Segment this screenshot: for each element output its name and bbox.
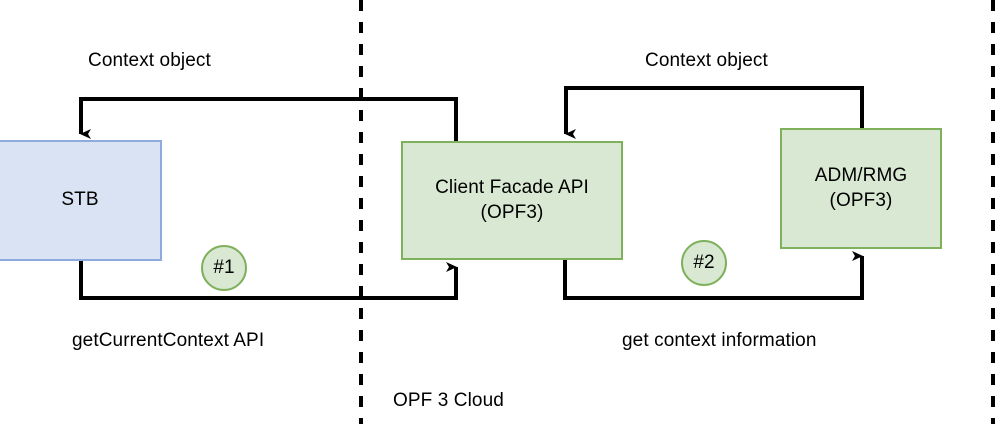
node-client-facade-api[interactable]: Client Facade API (OPF3)	[401, 141, 623, 260]
edge-adm-to-facade	[564, 86, 864, 139]
step-marker-2-label: #2	[693, 252, 715, 273]
node-adm-rmg[interactable]: ADM/RMG (OPF3)	[780, 128, 942, 249]
node-client-facade-api-label-line1: Client Facade API	[435, 177, 589, 199]
edge-label-context-object-left: Context object	[88, 50, 211, 71]
node-client-facade-api-label-line2: (OPF3)	[480, 201, 544, 223]
node-stb[interactable]: STB	[0, 140, 162, 261]
edge-label-get-context-information: get context information	[622, 330, 817, 351]
edge-facade-to-stb	[79, 97, 458, 141]
step-marker-1-label: #1	[213, 257, 235, 278]
node-adm-rmg-label-line1: ADM/RMG	[814, 165, 908, 187]
edge-label-get-current-context-api: getCurrentContext API	[72, 330, 265, 351]
node-client-facade-api-label: Client Facade API (OPF3)	[435, 176, 589, 225]
node-adm-rmg-label: ADM/RMG (OPF3)	[815, 164, 908, 213]
node-adm-rmg-label-line2: (OPF3)	[829, 189, 893, 211]
step-marker-1[interactable]: #1	[201, 245, 247, 291]
edge-facade-to-adm	[563, 251, 864, 300]
node-stb-label: STB	[61, 189, 99, 211]
step-marker-2[interactable]: #2	[681, 240, 727, 286]
boundary-label-opf3-cloud: OPF 3 Cloud	[393, 390, 504, 411]
edge-label-context-object-right: Context object	[645, 50, 768, 71]
edge-stb-to-facade	[79, 261, 458, 300]
